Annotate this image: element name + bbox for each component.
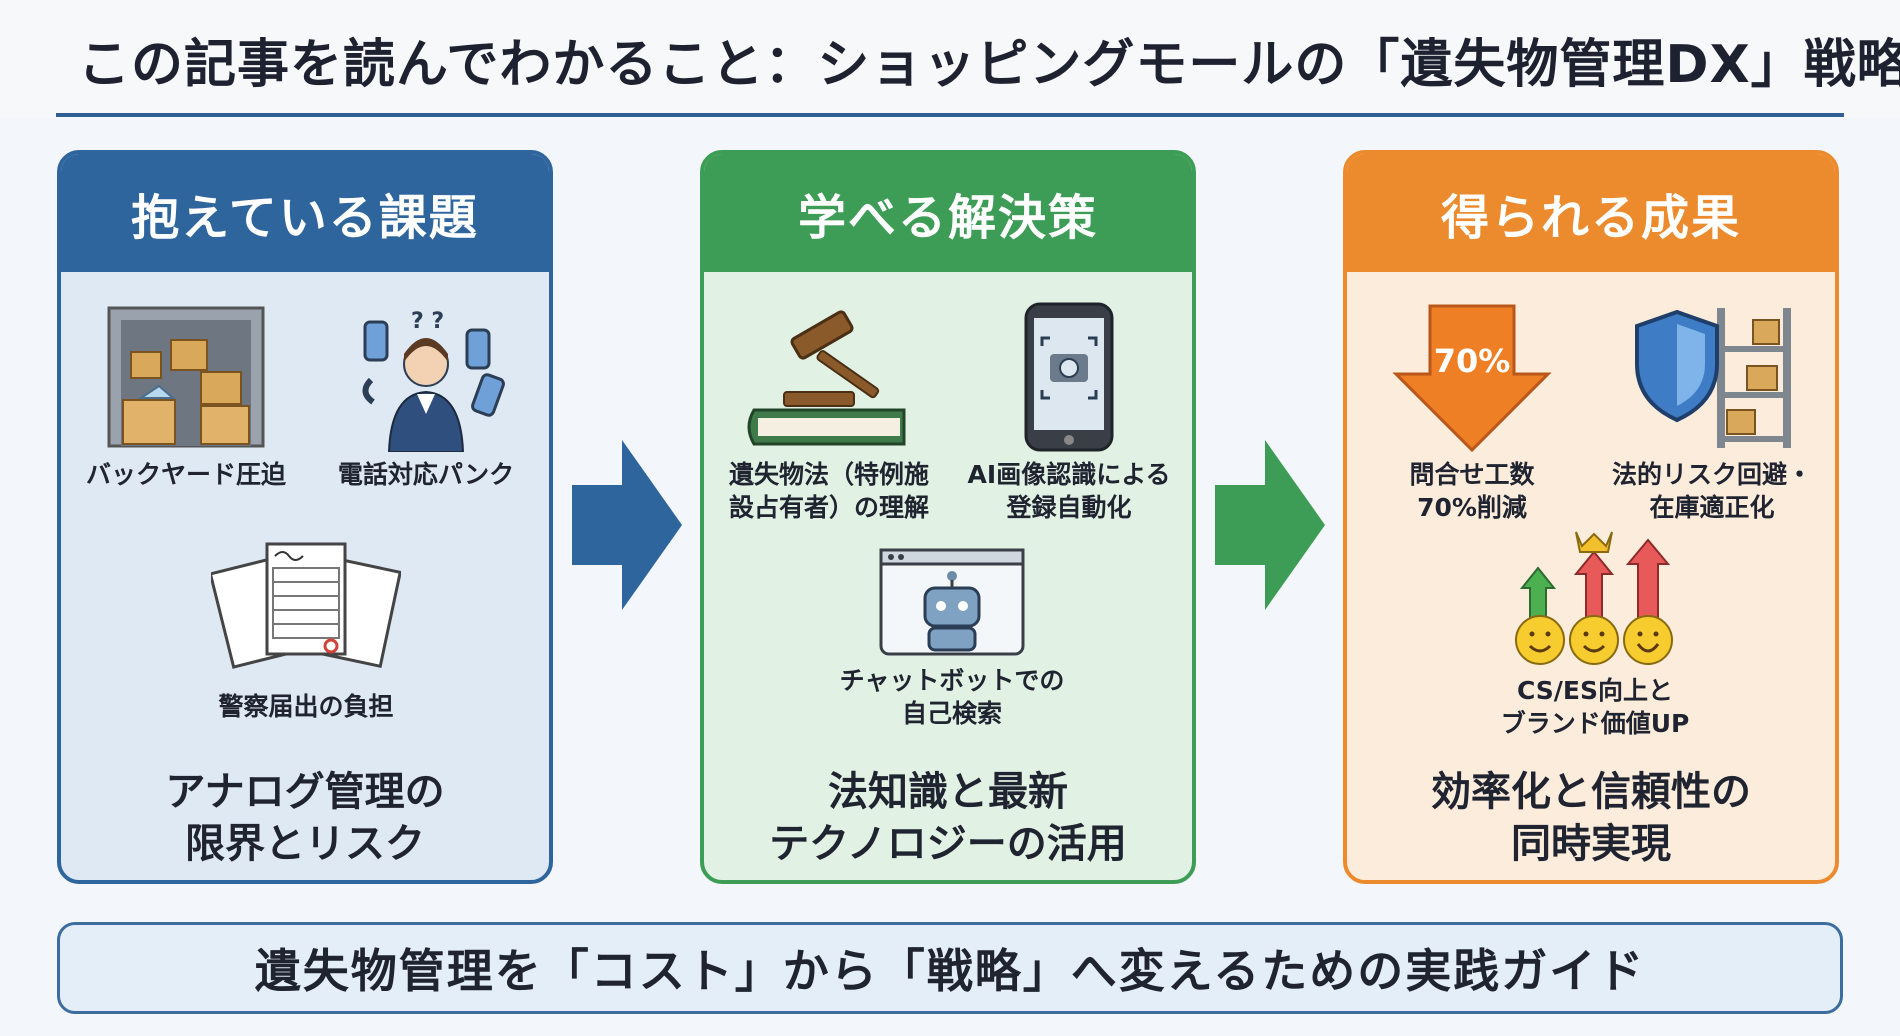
item-inquiry-reduction: 70% 問合せ工数 70%削減 xyxy=(1357,302,1587,524)
down-arrow-icon xyxy=(1392,304,1552,452)
arrow-right-icon xyxy=(572,440,682,610)
item-police-report: 警察届出の負担 xyxy=(194,534,418,723)
item-label: 電話対応パンク xyxy=(337,460,515,489)
smiley-growth-icon xyxy=(1515,531,1673,665)
item-label: 遺失物法（特例施 設占有者）の理解 xyxy=(728,460,929,522)
item-label: CS/ES向上と ブランド価値UP xyxy=(1500,676,1690,738)
gavel-book-icon xyxy=(747,310,906,446)
panel-heading: 学べる解決策 xyxy=(704,154,1192,272)
shield-shelf-icon xyxy=(1635,308,1791,448)
panel-heading: 得られる成果 xyxy=(1347,154,1835,272)
item-legal-risk: 法的リスク回避・ 在庫適正化 xyxy=(1597,302,1827,524)
panel-solutions: 学べる解決策 遺失物法（特例施 設占有者）の理解 AI画像認識による 登録自動化 xyxy=(700,150,1196,884)
item-phone-panic: ? ? 電話対応パンク xyxy=(321,302,531,491)
item-label: 法的リスク回避・ 在庫適正化 xyxy=(1611,460,1812,522)
item-ai-recognition: AI画像認識による 登録自動化 xyxy=(954,302,1184,524)
chatbot-icon xyxy=(879,548,1025,656)
smartphone-camera-icon xyxy=(1024,302,1114,452)
item-chatbot: チャットボットでの 自己検索 xyxy=(827,546,1077,730)
svg-text:? ?: ? ? xyxy=(411,309,444,334)
panel-challenges: 抱えている課題 バックヤード圧迫 ? ? 電話対 xyxy=(57,150,553,884)
item-label: AI画像認識による 登録自動化 xyxy=(967,460,1171,522)
footer-banner: 遺失物管理を「コスト」から「戦略」へ変えるための実践ガイド xyxy=(57,922,1843,1014)
arrow-right-icon xyxy=(1215,440,1325,610)
panel-heading: 抱えている課題 xyxy=(61,154,549,272)
title-divider xyxy=(56,113,1844,117)
header xyxy=(0,0,1900,118)
panel-summary: アナログ管理の 限界とリスク xyxy=(165,769,445,867)
panel-summary: 効率化と信頼性の 同時実現 xyxy=(1431,769,1751,867)
storage-room-icon xyxy=(107,306,265,448)
item-backyard: バックヤード圧迫 xyxy=(81,302,291,491)
item-label: 警察届出の負担 xyxy=(218,692,394,721)
phone-panic-icon: ? ? xyxy=(362,309,505,452)
item-lost-property-law: 遺失物法（特例施 設占有者）の理解 xyxy=(714,302,944,524)
panel-summary: 法知識と最新 テクノロジーの活用 xyxy=(769,769,1127,867)
item-label: 問合せ工数 70%削減 xyxy=(1409,460,1535,522)
item-cs-es: CS/ES向上と ブランド価値UP xyxy=(1470,528,1720,740)
page-title: この記事を読んでわかること：ショッピングモールの「遺失物管理DX」戦略 xyxy=(78,35,1900,95)
item-label: バックヤード圧迫 xyxy=(85,460,286,489)
documents-icon xyxy=(211,542,401,669)
panel-results: 得られる成果 70% 問合せ工数 70%削減 法的リスク回避・ xyxy=(1343,150,1839,884)
item-label: チャットボットでの 自己検索 xyxy=(839,666,1065,728)
reduction-badge: 70% xyxy=(1433,342,1511,380)
